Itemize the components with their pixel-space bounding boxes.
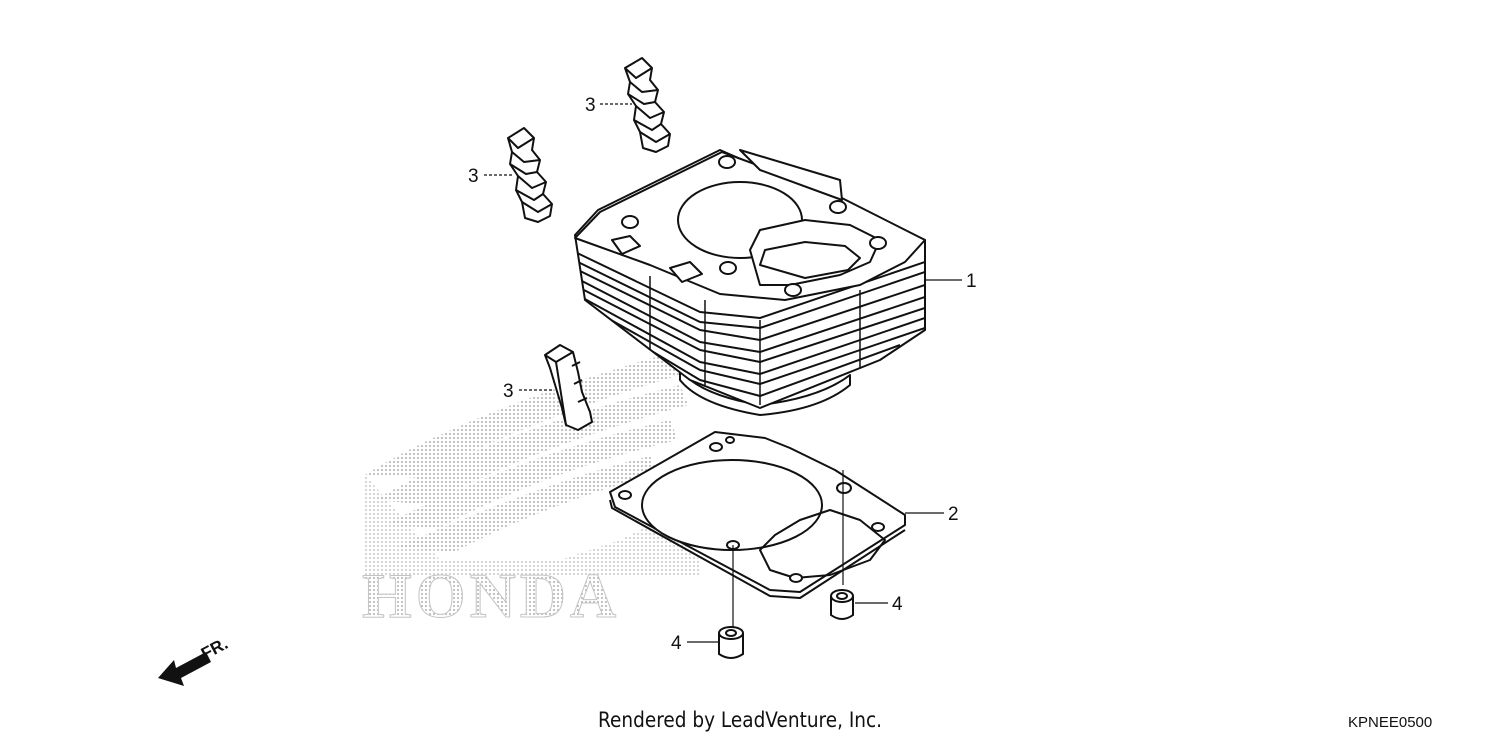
cylinder-part <box>574 149 926 416</box>
callout-label-rubber-upper-left: 3 <box>468 166 479 187</box>
render-credit: Rendered by LeadVenture, Inc. <box>598 708 883 732</box>
honda-watermark-text: HONDA <box>362 560 620 631</box>
callout-label-dowel-right: 4 <box>892 594 903 615</box>
damping-rubber-upper-right <box>624 57 671 153</box>
diagram-code: KPNEE0500 <box>1348 714 1433 731</box>
dowel-pin-right <box>830 589 854 620</box>
callout-label-cylinder: 1 <box>966 271 977 292</box>
callout-label-rubber-lower: 3 <box>503 381 514 402</box>
dowel-pin-left <box>718 626 744 659</box>
callout-label-dowel-left: 4 <box>671 633 682 654</box>
cylinder-gasket-part <box>609 431 906 599</box>
front-direction-arrow-icon <box>158 652 211 686</box>
callout-label-gasket: 2 <box>948 504 959 525</box>
damping-rubber-upper-left <box>507 127 553 223</box>
leader-lines <box>484 103 962 643</box>
honda-wing-logo: HONDA <box>362 350 700 632</box>
callout-label-rubber-upper-right: 3 <box>585 95 596 116</box>
damping-rubber-lower <box>544 344 593 431</box>
